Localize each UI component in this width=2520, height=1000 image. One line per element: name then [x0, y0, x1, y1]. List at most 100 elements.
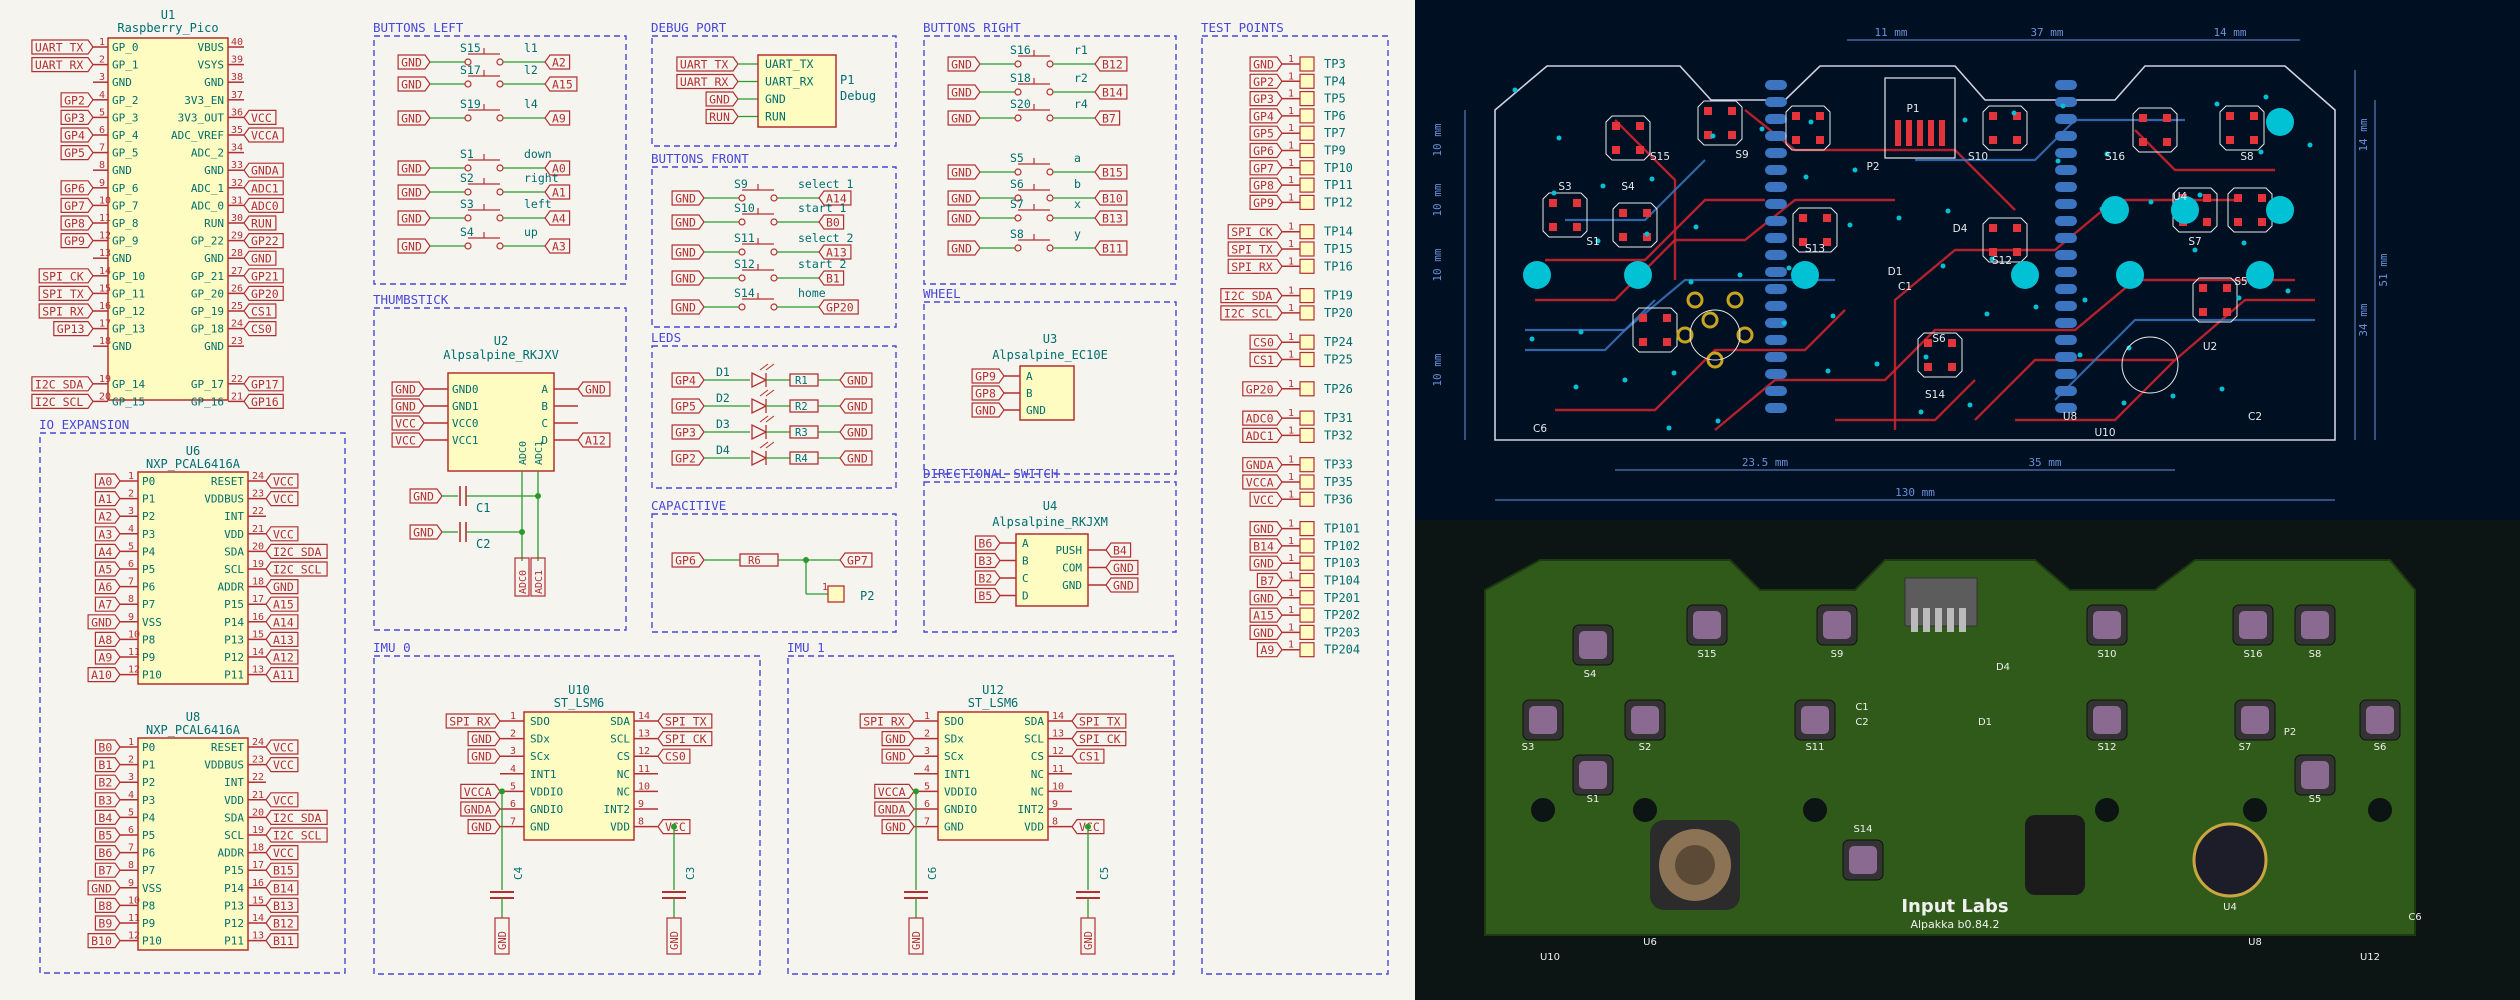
- net-label-outline: [1249, 538, 1283, 554]
- switch-contact: [464, 242, 472, 250]
- button-cap: [2239, 611, 2267, 639]
- section-title: BUTTONS LEFT: [373, 20, 464, 35]
- net-label-outline: [265, 491, 299, 507]
- net-label-text: GND: [1253, 522, 1274, 536]
- button-pad: [1619, 209, 1627, 217]
- net-label: A5: [94, 561, 121, 577]
- button-outline: [2132, 107, 2178, 153]
- pin-number: 22: [252, 772, 264, 783]
- pin-name: 3V3_EN: [184, 94, 224, 107]
- switch-ref: S18: [1010, 71, 1031, 85]
- test-point-pad: [1299, 381, 1315, 397]
- net-label-text: SPI_TX: [665, 715, 707, 729]
- pin-name: P13: [224, 633, 244, 646]
- switch-contact: [1014, 168, 1022, 176]
- net-label: RUN: [705, 108, 739, 125]
- net-label: GP2: [671, 450, 705, 466]
- render-silk-label: S15: [1697, 649, 1716, 660]
- net-label: SPI_RX: [38, 303, 94, 319]
- net-label-text: B7: [1260, 574, 1274, 588]
- render-silk-label: S5: [2309, 794, 2322, 805]
- pin-name: SCL: [1024, 733, 1044, 746]
- net-label-text: GNDA: [251, 164, 279, 178]
- net-label: B15: [1094, 164, 1128, 180]
- pin-name: GND: [1062, 579, 1082, 592]
- via: [1940, 263, 1946, 269]
- via: [2148, 199, 2154, 205]
- net-label-text: I2C_SDA: [35, 377, 84, 391]
- net-label-outline: [577, 432, 611, 448]
- net-label-outline: [881, 748, 915, 764]
- net-label: I2C_SCL: [1220, 305, 1283, 321]
- net-label-outline: [1094, 84, 1128, 100]
- version-text: Alpakka b0.84.2: [1910, 918, 1999, 931]
- net-label-text: GND: [1253, 591, 1274, 605]
- pin-name: GP_13: [112, 323, 145, 336]
- button-pad: [1549, 199, 1557, 207]
- pin-name: ADDR: [218, 581, 245, 594]
- pin-name: P1: [142, 493, 155, 506]
- net-label: B1: [94, 757, 121, 773]
- pin-name: ADDR: [218, 847, 245, 860]
- net-label: I2C_SDA: [1220, 288, 1283, 304]
- net-label: GND: [397, 110, 431, 126]
- switch-ref: S12: [734, 257, 755, 271]
- net-label: VCC: [265, 757, 299, 773]
- net-label-text: GP3: [675, 426, 696, 440]
- led-symbol: [751, 397, 768, 415]
- pin-number: 1: [1288, 588, 1294, 599]
- silkscreen-label: S8: [2240, 151, 2253, 163]
- button-cap: [2093, 706, 2121, 734]
- button-pad: [1728, 107, 1736, 115]
- pin-name: A: [1022, 537, 1029, 550]
- test-point-pad: [1299, 142, 1315, 159]
- net-label: GP20: [818, 299, 859, 315]
- section-box: [651, 345, 897, 489]
- net-label-text: SPI_CK: [42, 269, 84, 283]
- render-silk-label: C1: [1855, 702, 1868, 713]
- switch-name: select_1: [798, 177, 853, 191]
- pico-pad: [2055, 250, 2077, 260]
- io-expander-body: [137, 737, 249, 951]
- net-label-text: B4: [1113, 544, 1127, 558]
- pico-pad: [2055, 352, 2077, 362]
- net-label: GND: [671, 299, 705, 315]
- net-label-text: GND: [471, 750, 492, 764]
- led-ray: [759, 389, 769, 397]
- pico-pad: [1765, 131, 1787, 141]
- pin-number: 10: [128, 895, 140, 906]
- pin-name: SDA: [224, 811, 244, 824]
- net-label: B5: [974, 587, 1001, 604]
- pin-name: VCC1: [452, 434, 479, 447]
- component-ref: P2: [860, 589, 874, 603]
- pin-name: P2: [142, 510, 155, 523]
- net-label-outline: [1242, 410, 1283, 426]
- junction-dot: [535, 493, 541, 499]
- net-label-text: GND: [273, 580, 294, 594]
- net-label-outline: [38, 285, 94, 301]
- net-label-text: GP3: [64, 111, 85, 125]
- component-value: Raspberry_Pico: [117, 21, 218, 35]
- section-title: BUTTONS FRONT: [651, 151, 749, 166]
- pin-name: INT2: [1018, 803, 1045, 816]
- net-label: A9: [1256, 642, 1283, 658]
- net-label-text: GND: [951, 112, 972, 126]
- net-label: GND: [705, 91, 739, 107]
- connector-pin: [1959, 608, 1966, 632]
- mounting-hole: [1624, 261, 1652, 289]
- silkscreen-label: U4: [2173, 191, 2188, 203]
- net-label-text: GP5: [64, 146, 85, 160]
- net-label-text: B2: [978, 572, 992, 586]
- net-label-outline: [265, 631, 299, 647]
- debug-pin-name: UART_TX: [765, 57, 814, 71]
- section-box: [373, 307, 627, 631]
- pin-name: VSS: [142, 616, 162, 629]
- net-label-outline: [1071, 819, 1105, 835]
- net-label-outline: [1094, 56, 1128, 72]
- net-label: B4: [94, 809, 121, 825]
- net-label-text: I2C_SCL: [35, 395, 84, 409]
- net-label-text: A0: [98, 475, 112, 489]
- test-point-ref: TP33: [1324, 458, 1353, 472]
- pin-number: 12: [638, 746, 650, 757]
- test-point-ref: TP9: [1324, 144, 1346, 158]
